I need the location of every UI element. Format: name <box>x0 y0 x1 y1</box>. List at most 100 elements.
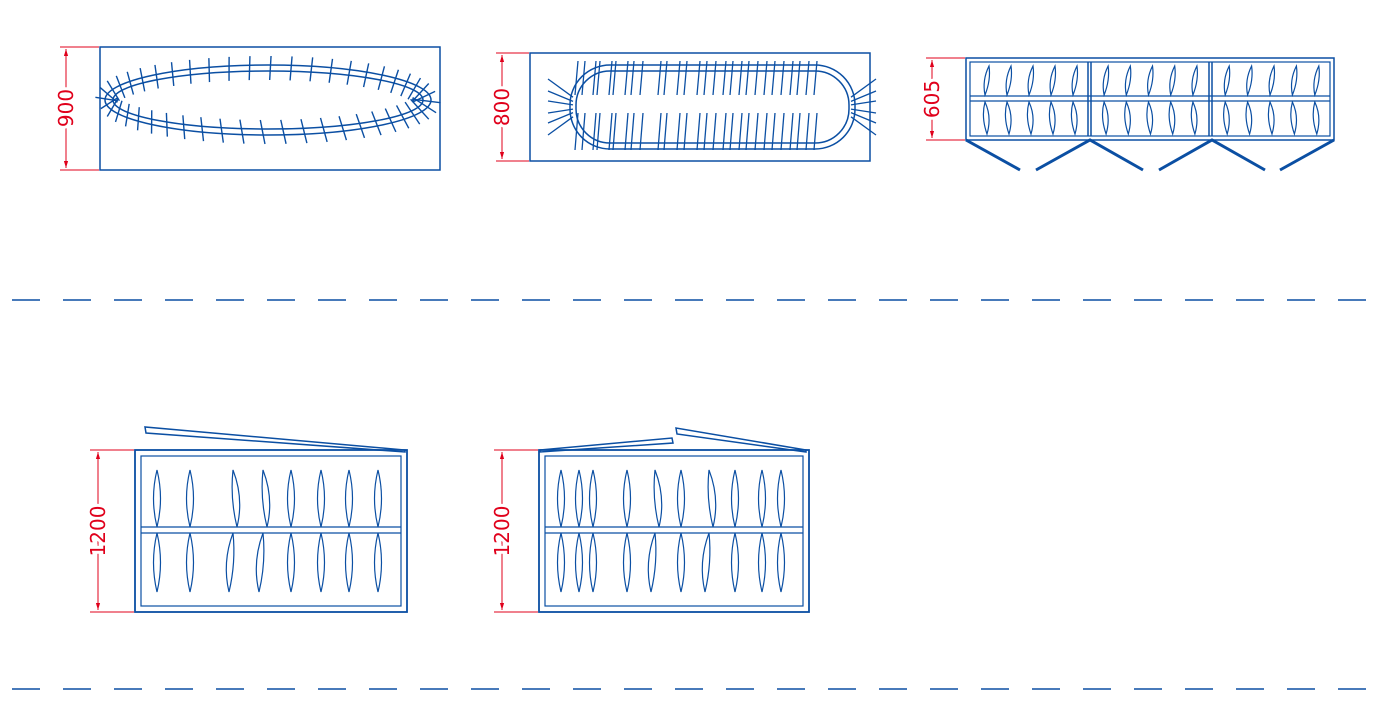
stadium-fin <box>745 112 750 151</box>
stadium-fin <box>745 60 750 96</box>
stadium-fin <box>738 60 743 96</box>
stadium-fin <box>813 112 818 151</box>
triple-blade-top <box>1223 64 1231 98</box>
oval-fin <box>188 59 192 84</box>
elevation-a-blade <box>344 532 354 593</box>
stadium-fin <box>608 60 613 96</box>
stadium-fin <box>780 112 785 151</box>
stadium-end-fin <box>850 111 877 124</box>
dimension-label-1200-b: 1200 <box>490 506 514 557</box>
oval-fin <box>208 58 211 83</box>
plan-triple-fins <box>982 64 1320 136</box>
stadium-fin <box>581 60 586 96</box>
triple-blade-top <box>1102 64 1110 98</box>
plan-stadium-outer-ring <box>569 64 856 150</box>
stadium-fin <box>676 112 681 151</box>
stadium-fin <box>780 60 785 96</box>
stadium-fin <box>712 112 717 151</box>
stadium-fin <box>683 60 688 96</box>
elevation-b-view: 1200 <box>487 427 810 613</box>
elevation-a-blade <box>225 532 235 593</box>
elevation-a-fins <box>152 469 383 593</box>
elevation-b-blade <box>574 532 584 593</box>
triple-blade-bottom <box>1168 100 1176 136</box>
oval-fin <box>384 108 397 133</box>
elevation-a-blade <box>316 469 326 528</box>
stadium-fin <box>789 60 794 96</box>
triple-blade-bottom <box>1146 100 1154 136</box>
stadium-fin <box>574 112 579 151</box>
oval-fin <box>410 98 430 120</box>
stadium-fin <box>608 112 613 151</box>
elevation-b-blade <box>757 532 767 593</box>
stadium-end-fin <box>850 116 877 136</box>
elevation-a-blade <box>344 469 354 528</box>
elevation-a-frame <box>134 449 408 613</box>
triple-blade-bottom <box>1223 100 1230 136</box>
elevation-a-blade <box>373 532 383 593</box>
dimension-label-1200-a: 1200 <box>86 506 110 557</box>
stadium-fin <box>630 60 635 96</box>
oval-fin <box>328 58 334 83</box>
plan-oval-fins <box>95 55 441 145</box>
elevation-b-blade <box>622 532 632 593</box>
dimension-label-800: 800 <box>490 88 514 126</box>
elevation-b-roof-right <box>675 427 807 453</box>
elevation-a-blade <box>231 469 241 528</box>
oval-fin <box>404 101 421 125</box>
elevation-b-blade <box>776 532 786 593</box>
plan-stadium-frame <box>529 52 871 162</box>
stadium-fin <box>639 112 644 151</box>
stadium-fin <box>612 112 617 151</box>
stadium-fin <box>763 112 768 151</box>
triple-blade-bottom <box>1070 100 1078 136</box>
elevation-b-blade <box>622 469 632 528</box>
stadium-fin <box>592 60 597 96</box>
oval-fin <box>377 66 386 90</box>
oval-fin <box>390 69 400 94</box>
plan-oval-inner-ring <box>112 70 424 130</box>
triple-blade-bottom <box>1190 100 1198 136</box>
plan-triple-legs <box>965 138 1335 172</box>
triple-blade-top <box>1313 64 1320 98</box>
stadium-end-fin <box>547 100 574 106</box>
elevation-b-blade <box>776 469 786 528</box>
oval-fin <box>280 119 287 144</box>
oval-fin <box>319 117 328 143</box>
stadium-fin <box>592 112 597 151</box>
stadium-end-fin <box>547 90 574 103</box>
stadium-fin <box>683 112 688 151</box>
oval-fin <box>154 64 159 89</box>
oval-fin <box>338 116 348 141</box>
oval-fin <box>106 80 120 102</box>
elevation-a-blade <box>185 532 195 593</box>
elevation-b-blade <box>701 532 711 593</box>
triple-blade-top <box>1290 64 1298 98</box>
triple-blade-top <box>1169 64 1176 98</box>
stadium-fin <box>703 112 708 151</box>
oval-fin <box>371 111 382 136</box>
oval-fin <box>395 105 410 129</box>
elevation-b-blade <box>556 532 566 593</box>
oval-fin <box>115 75 126 99</box>
stadium-fin <box>771 60 776 96</box>
oval-fin <box>170 62 175 86</box>
stadium-fin <box>796 60 801 96</box>
elevation-b-blade <box>757 469 767 528</box>
stadium-fin <box>624 112 629 151</box>
triple-blade-top <box>1246 64 1253 98</box>
elevation-b-frame <box>538 449 810 613</box>
stadium-fin <box>754 60 759 96</box>
oval-fin <box>200 117 205 142</box>
oval-fin <box>309 57 314 82</box>
stadium-fin <box>729 112 734 151</box>
stadium-fin <box>813 60 818 96</box>
stadium-fin <box>703 60 708 96</box>
plan-stadium-dimension: 800 <box>487 52 529 162</box>
elevation-a-view: 1200 <box>83 426 408 613</box>
elevation-a-roof <box>144 426 406 453</box>
stadium-fin <box>805 112 810 151</box>
elevation-b-blade <box>588 469 598 528</box>
stadium-end-fin <box>850 78 877 98</box>
